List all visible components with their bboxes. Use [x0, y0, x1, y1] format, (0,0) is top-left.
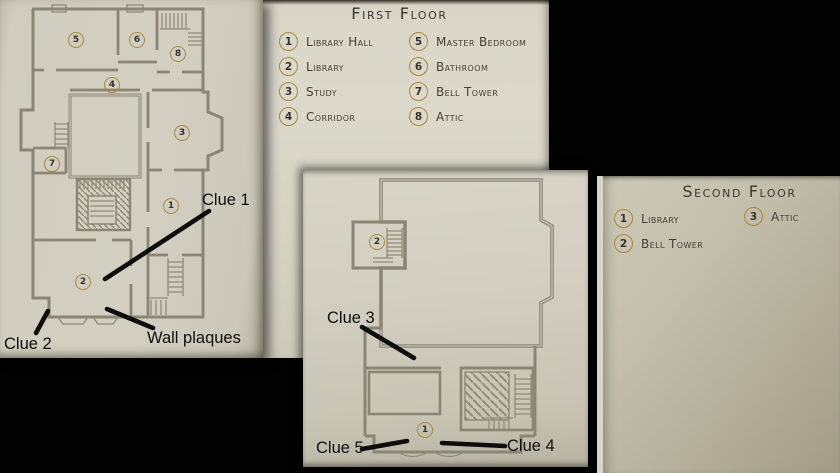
- legend-label: Master Bedroom: [436, 34, 527, 49]
- legend-number-badge: 2: [614, 234, 633, 253]
- legend-number-badge: 3: [279, 82, 298, 101]
- legend-number-badge: 2: [279, 57, 298, 76]
- legend-item: 4 Corridor: [279, 104, 373, 129]
- legend-label: Corridor: [306, 109, 356, 124]
- stairs-icon: [79, 179, 125, 189]
- legend-item: 3 Study: [279, 79, 373, 104]
- legend-number-badge: 6: [409, 57, 428, 76]
- clue4-label: Clue 4: [507, 437, 555, 455]
- first-floor-plan: [19, 4, 224, 325]
- clue3-label: Clue 3: [327, 309, 375, 327]
- clue1-label: Clue 1: [202, 191, 250, 209]
- legend-item: 2 Bell Tower: [614, 231, 703, 256]
- map-marker: 1: [417, 422, 433, 438]
- legend-number-badge: 7: [409, 82, 428, 101]
- map-marker: 1: [163, 198, 179, 214]
- legend-item: 7 Bell Tower: [409, 79, 526, 104]
- legend-number-badge: 5: [409, 32, 428, 51]
- second-floor-legend-page: Second Floor 1 Library 2 Bell Tower 3 At…: [597, 176, 840, 473]
- legend-item: 6 Bathroom: [409, 54, 526, 79]
- first-floor-legend-col2: 5 Master Bedroom 6 Bathroom 7 Bell Tower…: [409, 29, 526, 129]
- first-floor-legend-col1: 1 Library Hall 2 Library 3 Study 4 Corri…: [279, 29, 373, 129]
- legend-label: Library: [641, 211, 679, 226]
- map-marker: 6: [129, 32, 145, 48]
- second-floor-legend-col1: 1 Library 2 Bell Tower: [614, 206, 703, 256]
- legend-label: Study: [306, 84, 337, 99]
- second-floor-legend-col2: 3 Attic: [744, 204, 799, 229]
- legend-item: 5 Master Bedroom: [409, 29, 526, 54]
- wall-plaques-label: Wall plaques: [147, 329, 241, 347]
- legend-label: Bell Tower: [641, 236, 704, 251]
- hatched-block-left: [367, 370, 442, 416]
- hatched-hall: [68, 93, 142, 179]
- legend-label: Bell Tower: [436, 84, 499, 99]
- legend-number-badge: 3: [744, 207, 763, 226]
- window-icon: [126, 4, 144, 13]
- bell-tower-room: [351, 220, 407, 270]
- map-marker: 8: [170, 46, 186, 62]
- legend-number-badge: 4: [279, 107, 298, 126]
- window-icon: [51, 4, 67, 13]
- map-marker: 5: [68, 32, 84, 48]
- clue5-label: Clue 5: [316, 439, 364, 457]
- stairs-icon: [150, 258, 184, 315]
- map-marker: 2: [369, 234, 385, 250]
- map-marker: 7: [44, 156, 60, 172]
- legend-label: Library Hall: [306, 34, 374, 49]
- legend-item: 1 Library: [614, 206, 703, 231]
- legend-number-badge: 8: [409, 107, 428, 126]
- second-floor-title: Second Floor: [682, 182, 797, 201]
- legend-item: 3 Attic: [744, 204, 799, 229]
- legend-item: 8 Attic: [409, 104, 526, 129]
- stairs-icon: [160, 13, 202, 46]
- legend-item: 1 Library Hall: [279, 29, 373, 54]
- stair-room: [459, 366, 535, 432]
- legend-label: Bathroom: [436, 59, 489, 74]
- legend-label: Attic: [771, 209, 799, 224]
- first-floor-title: First Floor: [351, 4, 448, 23]
- hatched-void-area: [379, 178, 554, 348]
- map-marker: 4: [104, 77, 120, 93]
- legend-label: Library: [306, 59, 344, 74]
- first-floor-map-page: 5 6 8 4 3 7 1 2: [0, 0, 263, 358]
- legend-label: Attic: [436, 109, 464, 124]
- stairs-icon: [373, 228, 403, 263]
- second-floor-map-page: 2 1: [303, 170, 588, 467]
- legend-number-badge: 1: [279, 32, 298, 51]
- stairs-icon: [54, 122, 69, 148]
- legend-item: 2 Library: [279, 54, 373, 79]
- legend-number-badge: 1: [614, 209, 633, 228]
- map-marker: 3: [174, 125, 190, 141]
- porch-bay-icon: [397, 451, 465, 458]
- map-marker: 2: [75, 274, 91, 290]
- clue2-label: Clue 2: [4, 335, 52, 353]
- stairs-icon: [485, 374, 532, 429]
